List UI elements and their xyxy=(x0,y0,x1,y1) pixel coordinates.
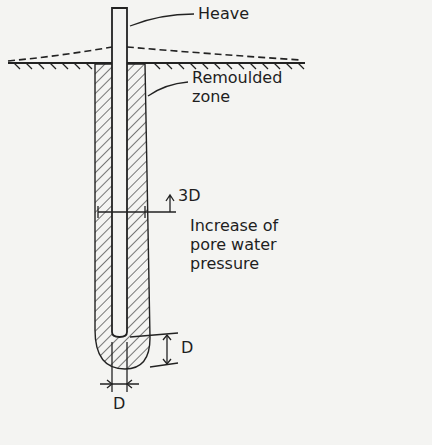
dimension-d-horizontal xyxy=(100,342,139,392)
leader-line xyxy=(148,82,188,96)
dimension-label: 3D xyxy=(178,186,218,205)
pore-pressure-label: Increase of pore water pressure xyxy=(190,216,308,273)
dimension-label: D xyxy=(113,394,143,413)
pile xyxy=(112,8,127,337)
dimension-3d xyxy=(98,195,176,218)
heave-label: Heave xyxy=(198,4,278,23)
leader-line xyxy=(130,14,194,26)
dimension-d-vertical xyxy=(130,333,178,367)
zone-label: Remoulded zone xyxy=(192,68,302,106)
heave-line xyxy=(8,47,300,61)
dimension-label: D xyxy=(181,338,211,357)
